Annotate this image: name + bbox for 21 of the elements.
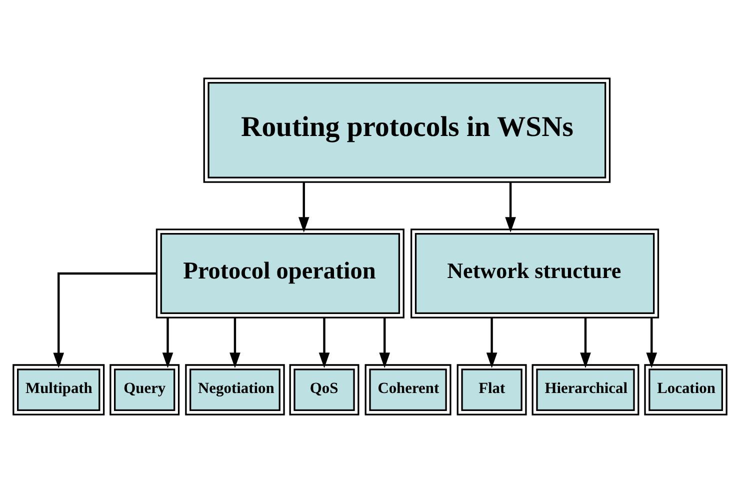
node-box: Negotiation (185, 364, 285, 416)
node-box: Hierarchical (532, 364, 640, 416)
arrow (53, 272, 156, 368)
arrow (318, 318, 330, 368)
node-box: Network structure (410, 228, 660, 318)
arrow (230, 318, 240, 368)
node-box: Routing protocols in WSNs (203, 78, 611, 183)
arrow (486, 318, 498, 368)
arrow (505, 182, 516, 233)
node-box: Multipath (12, 364, 105, 416)
node-box: Protocol operation (156, 228, 404, 318)
node-box: Location (644, 364, 728, 416)
arrow (580, 318, 591, 368)
arrow (379, 318, 390, 368)
arrow (162, 318, 174, 368)
node-box: QoS (289, 364, 360, 416)
arrow (298, 182, 310, 233)
node-box: Flat (456, 364, 527, 416)
node-box: Coherent (364, 364, 452, 416)
node-box: Query (110, 364, 180, 416)
arrow (646, 318, 658, 368)
